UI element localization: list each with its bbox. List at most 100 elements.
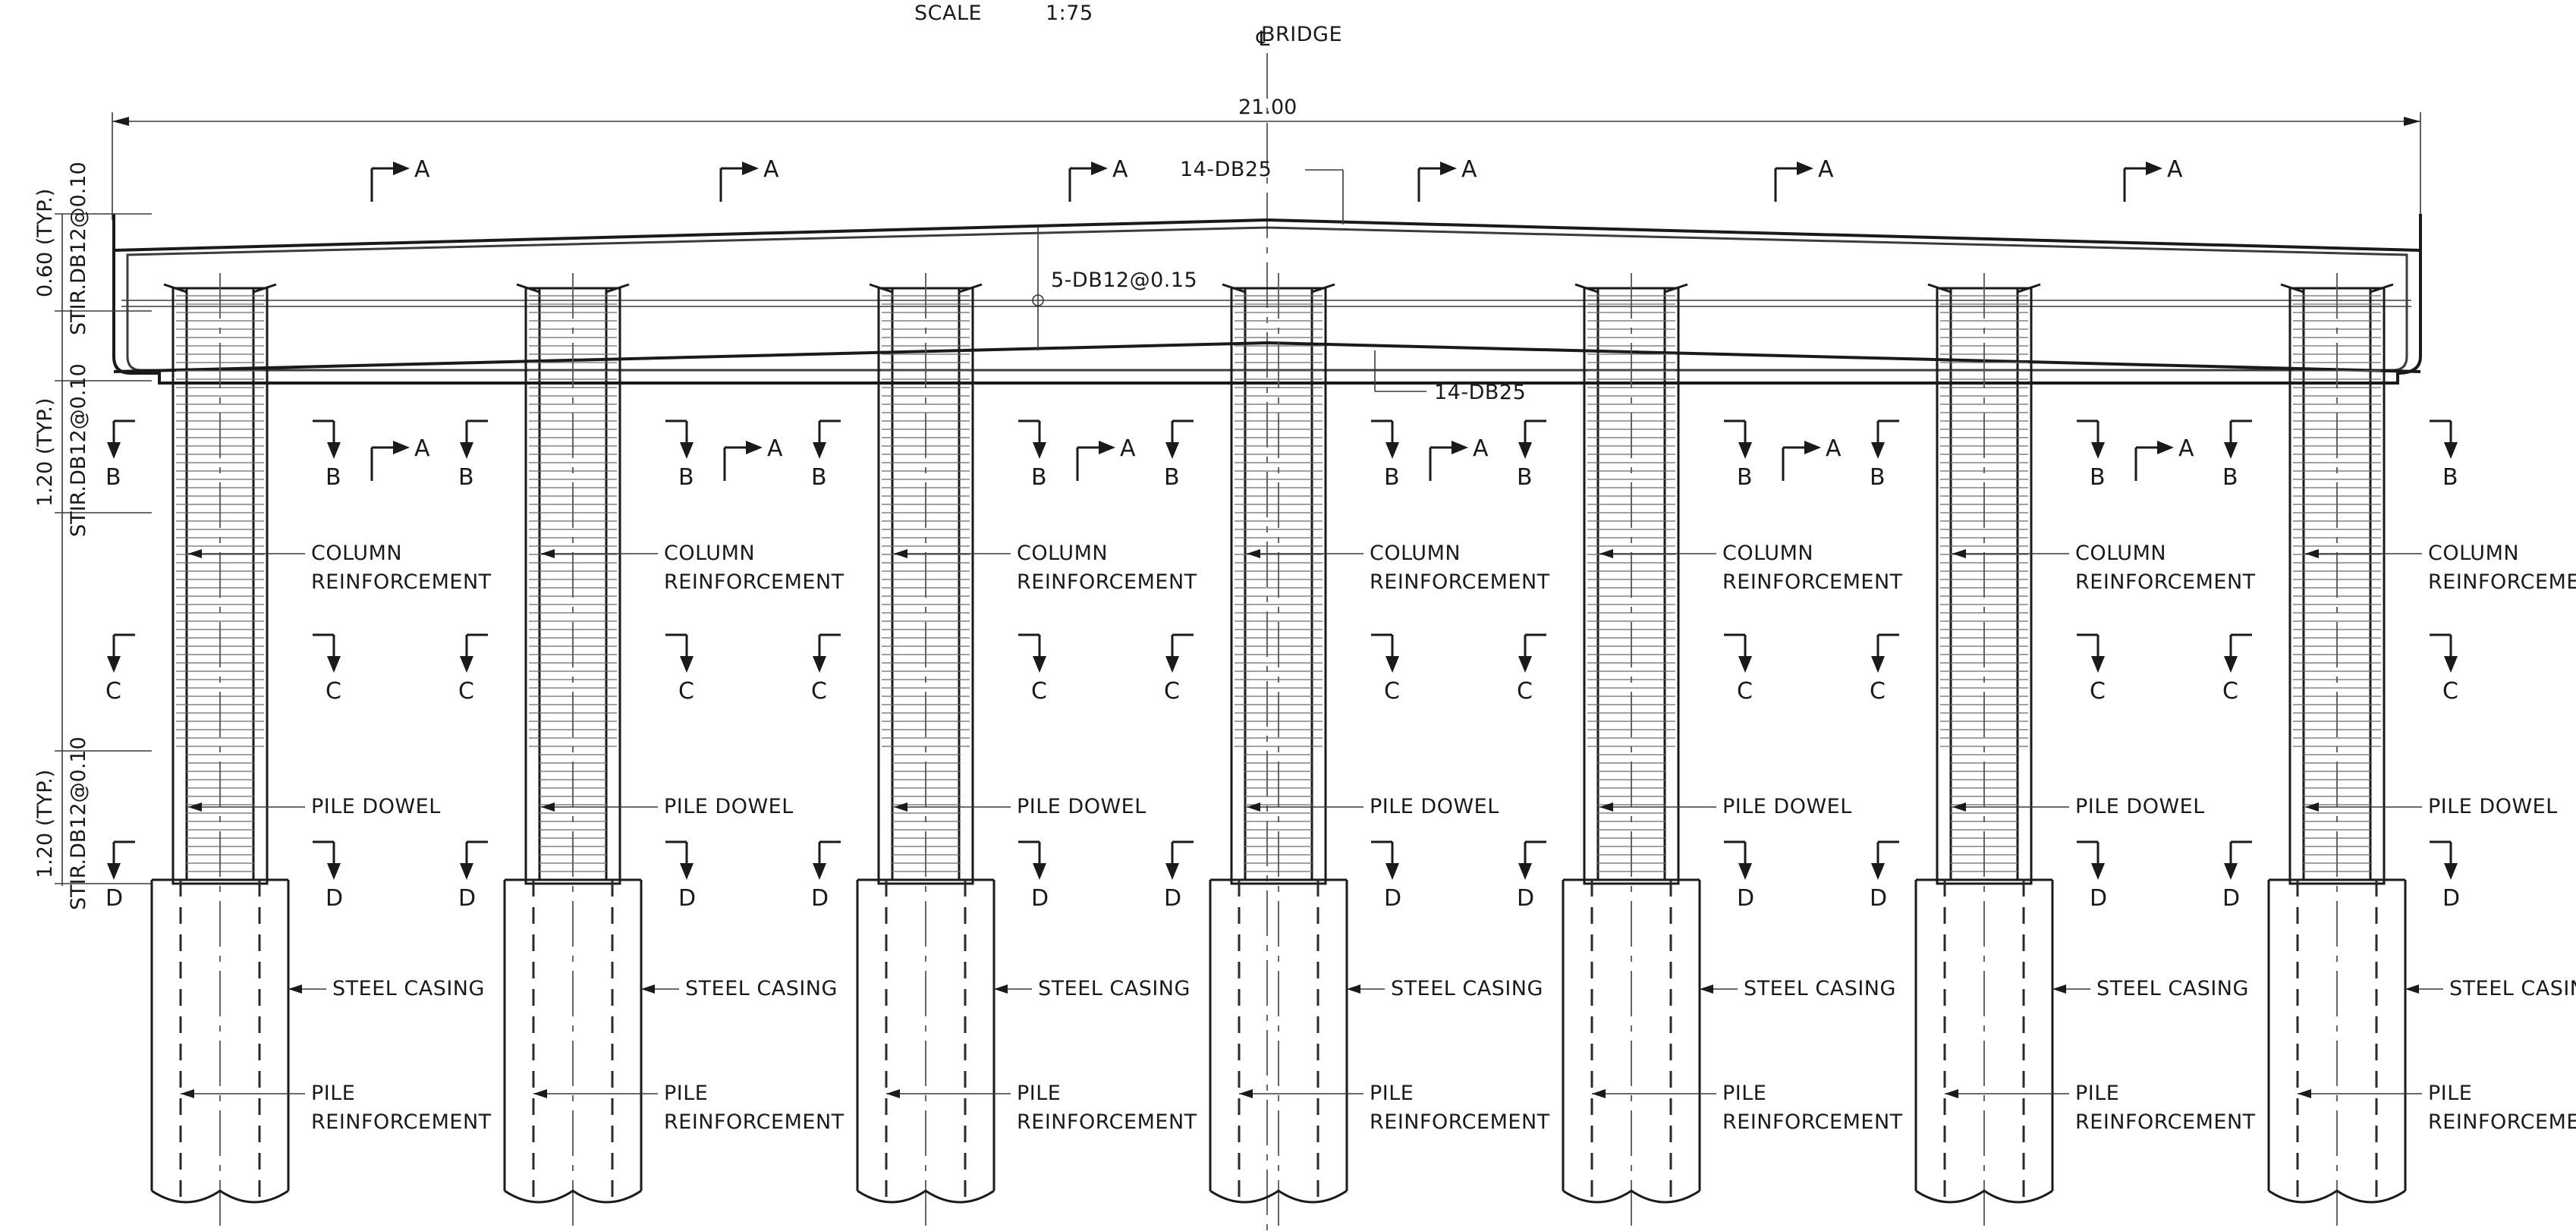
centerline-label: BRIDGE [1261, 23, 1342, 46]
column-reinforcement-label: REINFORCEMENT [1370, 570, 1550, 594]
section-letter: D [2222, 885, 2240, 912]
section-mark-c: C [1870, 633, 1899, 705]
section-mark-c: C [2077, 633, 2106, 705]
pile-break [504, 1189, 642, 1204]
section-letter: B [678, 464, 694, 491]
column-reinforcement-label: COLUMN [2075, 542, 2166, 565]
lower-col-stirrup-text: STIR.DB12@0.10 [67, 736, 90, 910]
section-mark-a: A [1076, 435, 1136, 481]
column-reinforcement-label: COLUMN [664, 542, 755, 565]
section-letter: A [1818, 156, 1834, 183]
section-letter: B [1384, 464, 1400, 491]
section-letter: B [1737, 464, 1753, 491]
column-reinforcement-label: COLUMN [1017, 542, 1108, 565]
pile-reinforcement-label: REINFORCEMENT [2075, 1110, 2256, 1134]
section-letter: B [1517, 464, 1533, 491]
section-letter: C [811, 678, 827, 705]
section-letter: A [763, 156, 779, 183]
steel-casing-label: STEEL CASING [2449, 977, 2576, 1000]
pile-dowel-label: PILE DOWEL [2075, 795, 2205, 818]
section-mark-d: D [2222, 840, 2252, 912]
section-mark-a: A [1782, 435, 1842, 481]
section-mark-d: D [313, 840, 343, 912]
section-mark-a: A [1429, 435, 1489, 481]
steel-casing-label: STEEL CASING [685, 977, 838, 1000]
section-letter: C [1031, 678, 1047, 705]
side-bars-callout: 5-DB12@0.15 [1051, 268, 1197, 292]
section-letter: A [1473, 435, 1489, 462]
steel-casing-label: STEEL CASING [1391, 977, 1543, 1000]
section-mark-c: C [1724, 633, 1753, 705]
section-mark-c: C [811, 633, 841, 705]
upper-col-stirrup-text: STIR.DB12@0.10 [67, 363, 90, 537]
section-mark-b: B [2077, 419, 2106, 491]
section-letter: B [811, 464, 827, 491]
section-letter: B [2090, 464, 2106, 491]
cap-height-text: 0.60 (TYP.) [33, 189, 57, 297]
section-mark-b: B [2430, 419, 2458, 491]
section-mark-b: B [811, 419, 841, 491]
section-letter: A [414, 435, 430, 462]
section-letter: D [105, 885, 123, 912]
section-letter: D [2090, 885, 2107, 912]
section-letter: D [1517, 885, 1534, 912]
section-mark-b: B [2222, 419, 2252, 491]
section-mark-b: B [1164, 419, 1194, 491]
section-mark-b: B [313, 419, 341, 491]
section-mark-d: D [1018, 840, 1049, 912]
section-letter: B [2442, 464, 2458, 491]
column-reinforcement-label: COLUMN [311, 542, 402, 565]
section-letter: D [458, 885, 476, 912]
column-reinforcement-label: COLUMN [1722, 542, 1813, 565]
section-mark-a: A [370, 435, 430, 481]
section-mark-b: B [1371, 419, 1400, 491]
steel-casing-label: STEEL CASING [332, 977, 485, 1000]
section-mark-d: D [105, 840, 135, 912]
section-letter: D [326, 885, 343, 912]
section-letter: B [458, 464, 474, 491]
pile-reinforcement-label: PILE [2075, 1082, 2119, 1105]
section-letter: D [811, 885, 829, 912]
pile-reinforcement-label: REINFORCEMENT [311, 1110, 492, 1134]
column-reinforcement-label: REINFORCEMENT [1722, 570, 1903, 594]
section-mark-c: C [1371, 633, 1400, 705]
column-reinforcement-label: REINFORCEMENT [2075, 570, 2256, 594]
pile-reinforcement-label: REINFORCEMENT [1370, 1110, 1550, 1134]
bottom-bars-callout: 14-DB25 [1374, 350, 1526, 404]
pile-reinforcement-label: PILE [1722, 1082, 1766, 1105]
section-mark-d: D [2077, 840, 2107, 912]
pile-reinforcement-label: PILE [1017, 1082, 1061, 1105]
section-letter: B [1031, 464, 1047, 491]
pile-reinforcement-label: PILE [664, 1082, 708, 1105]
upper-col-height-text: 1.20 (TYP.) [33, 398, 57, 507]
section-mark-d: D [811, 840, 841, 912]
section-letter: C [2442, 678, 2458, 705]
section-mark-a: A [723, 435, 783, 481]
section-mark-b: B [665, 419, 694, 491]
section-mark-b: B [1517, 419, 1546, 491]
section-mark-a-top-6: A [2123, 156, 2183, 202]
section-mark-c: C [313, 633, 341, 705]
left-dimension-chain: 0.60 (TYP.) STIR.DB12@0.10 1.20 (TYP.) S… [33, 162, 152, 910]
column-reinforcement-label: REINFORCEMENT [1017, 570, 1197, 594]
pile-break [1915, 1189, 2053, 1204]
side-bars-text: 5-DB12@0.15 [1051, 268, 1197, 292]
section-letter: A [414, 156, 430, 183]
steel-casing-label: STEEL CASING [1744, 977, 1896, 1000]
section-mark-c: C [665, 633, 694, 705]
section-letter: B [1870, 464, 1886, 491]
section-letter: A [2167, 156, 2183, 183]
section-letter: A [1120, 435, 1136, 462]
section-letter: D [1737, 885, 1754, 912]
section-letter: B [326, 464, 341, 491]
section-mark-d: D [1870, 840, 1899, 912]
pile-break [2268, 1189, 2406, 1204]
cap-stirrup-text: STIR.DB12@0.10 [67, 162, 90, 335]
section-mark-d: D [458, 840, 488, 912]
pile-break [857, 1189, 995, 1204]
column-reinforcement-label: REINFORCEMENT [2428, 570, 2576, 594]
section-mark-b: B [458, 419, 488, 491]
